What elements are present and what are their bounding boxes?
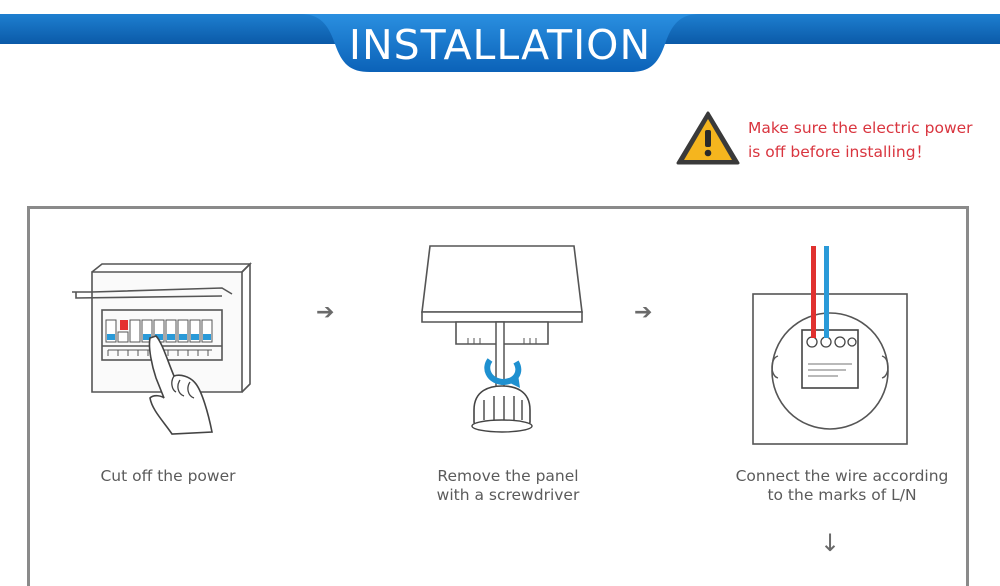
header-tab-shape bbox=[300, 14, 700, 72]
page-title: INSTALLATION bbox=[348, 21, 652, 69]
breaker-box-illustration bbox=[72, 262, 252, 435]
warning-notice: Make sure the electric power is off befo… bbox=[676, 110, 996, 170]
step-2-caption: Remove the panel with a screwdriver bbox=[388, 467, 628, 505]
step-1-line-1: Cut off the power bbox=[100, 467, 236, 485]
step-2-line-1: Remove the panel bbox=[437, 467, 579, 485]
step-1-caption: Cut off the power bbox=[68, 467, 268, 486]
steps-panel bbox=[27, 206, 969, 586]
arrow-right-icon: ➔ bbox=[316, 300, 335, 325]
panel-screwdriver-illustration bbox=[421, 245, 583, 433]
arrow-down-icon: ↓ bbox=[820, 529, 841, 557]
wiring-backbox-illustration bbox=[752, 246, 908, 445]
warning-triangle-icon bbox=[676, 111, 740, 165]
warning-line-2: is off before installing！ bbox=[748, 143, 932, 161]
warning-text: Make sure the electric power is off befo… bbox=[748, 116, 973, 164]
arrow-right-icon: ➔ bbox=[634, 300, 653, 325]
step-3-line-1: Connect the wire according bbox=[735, 467, 949, 485]
step-2-line-2: with a screwdriver bbox=[436, 486, 580, 504]
step-3-line-2: to the marks of L/N bbox=[767, 486, 917, 504]
step-3-caption: Connect the wire according to the marks … bbox=[714, 467, 970, 505]
warning-line-1: Make sure the electric power bbox=[748, 119, 973, 137]
